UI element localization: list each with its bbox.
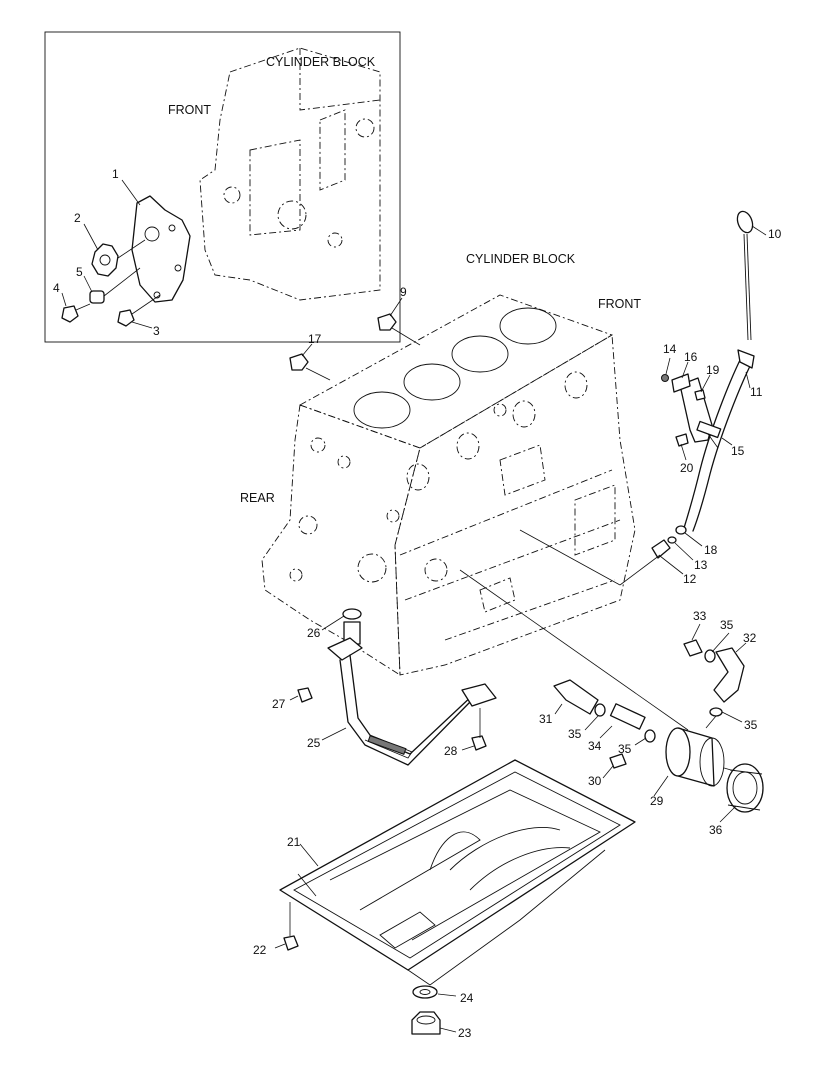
dipstick-handle xyxy=(736,210,754,234)
bolt-22 xyxy=(283,935,299,951)
fitting-33 xyxy=(683,639,703,657)
callout-19: 19 xyxy=(706,363,720,377)
main-cylinder-block-heading: CYLINDER BLOCK xyxy=(466,252,576,266)
callout-14: 14 xyxy=(663,342,677,356)
callout-5: 5 xyxy=(76,265,83,279)
bolt-20 xyxy=(675,433,689,447)
bolt-27 xyxy=(297,687,313,703)
oil-cooler-29 xyxy=(665,727,691,777)
plug-9 xyxy=(377,313,421,346)
oil-pan xyxy=(279,759,636,1035)
washer-24 xyxy=(412,985,438,999)
inset-front-heading: FRONT xyxy=(168,103,211,117)
callout-3: 3 xyxy=(153,324,160,338)
clamp-35b xyxy=(644,729,656,743)
callout-30: 30 xyxy=(588,774,602,788)
inset-panel xyxy=(44,31,401,343)
hose-31 xyxy=(553,679,599,715)
callout-1: 1 xyxy=(112,167,119,181)
callout-28: 28 xyxy=(444,744,458,758)
leader-lines xyxy=(61,179,767,1033)
cylinder-block xyxy=(261,294,636,676)
rear-heading: REAR xyxy=(240,491,275,505)
callout-33: 33 xyxy=(693,609,707,623)
callout-35-d: 35 xyxy=(744,718,758,732)
callout-26: 26 xyxy=(307,626,321,640)
callout-22: 22 xyxy=(253,943,267,957)
dipstick-assembly xyxy=(519,210,755,586)
bolt-3 xyxy=(117,309,135,327)
plug-17 xyxy=(289,353,331,381)
hose-34 xyxy=(609,703,646,730)
callout-21: 21 xyxy=(287,835,301,849)
callout-16: 16 xyxy=(684,350,698,364)
callout-9: 9 xyxy=(400,285,407,299)
callout-17: 17 xyxy=(308,332,322,346)
callout-4: 4 xyxy=(53,281,60,295)
o-ring-18 xyxy=(675,525,687,535)
callout-13: 13 xyxy=(694,558,708,572)
oil-strainer-pipe xyxy=(297,608,497,766)
adapter-12 xyxy=(651,539,671,559)
callout-10: 10 xyxy=(768,227,782,241)
main-front-heading: FRONT xyxy=(598,297,641,311)
callout-35-c: 35 xyxy=(720,618,734,632)
callout-24: 24 xyxy=(460,991,474,1005)
callout-32: 32 xyxy=(743,631,757,645)
callout-20: 20 xyxy=(680,461,694,475)
oil-pump-cover xyxy=(131,195,191,303)
oil-filter-assembly xyxy=(459,569,764,813)
bolt-4 xyxy=(61,305,79,323)
fitting-30 xyxy=(609,753,627,769)
bolt-28 xyxy=(471,735,487,751)
callout-35-a: 35 xyxy=(568,727,582,741)
callout-27: 27 xyxy=(272,697,286,711)
oil-pump-gear xyxy=(91,243,119,277)
callout-23: 23 xyxy=(458,1026,472,1040)
clamp-35d xyxy=(709,707,723,717)
callout-29: 29 xyxy=(650,794,664,808)
o-ring-26 xyxy=(342,608,362,620)
callout-25: 25 xyxy=(307,736,321,750)
callout-2: 2 xyxy=(74,211,81,225)
callout-12: 12 xyxy=(683,572,697,586)
bolt-19 xyxy=(694,389,706,401)
clamp-35a xyxy=(594,703,606,717)
oil-filter-36 xyxy=(726,763,764,813)
nut-14 xyxy=(661,374,669,382)
callout-35-b: 35 xyxy=(618,742,632,756)
callout-15: 15 xyxy=(731,444,745,458)
callout-34: 34 xyxy=(588,739,602,753)
callout-11: 11 xyxy=(750,385,763,399)
callout-18: 18 xyxy=(704,543,718,557)
callout-36: 36 xyxy=(709,823,723,837)
hose-32 xyxy=(713,647,745,703)
inset-cylinder-block-heading: CYLINDER BLOCK xyxy=(266,55,376,69)
bushing xyxy=(89,290,105,304)
clamp-35c xyxy=(704,649,716,663)
washer-13 xyxy=(667,536,677,544)
drain-plug-23 xyxy=(411,1011,441,1035)
callout-31: 31 xyxy=(539,712,553,726)
